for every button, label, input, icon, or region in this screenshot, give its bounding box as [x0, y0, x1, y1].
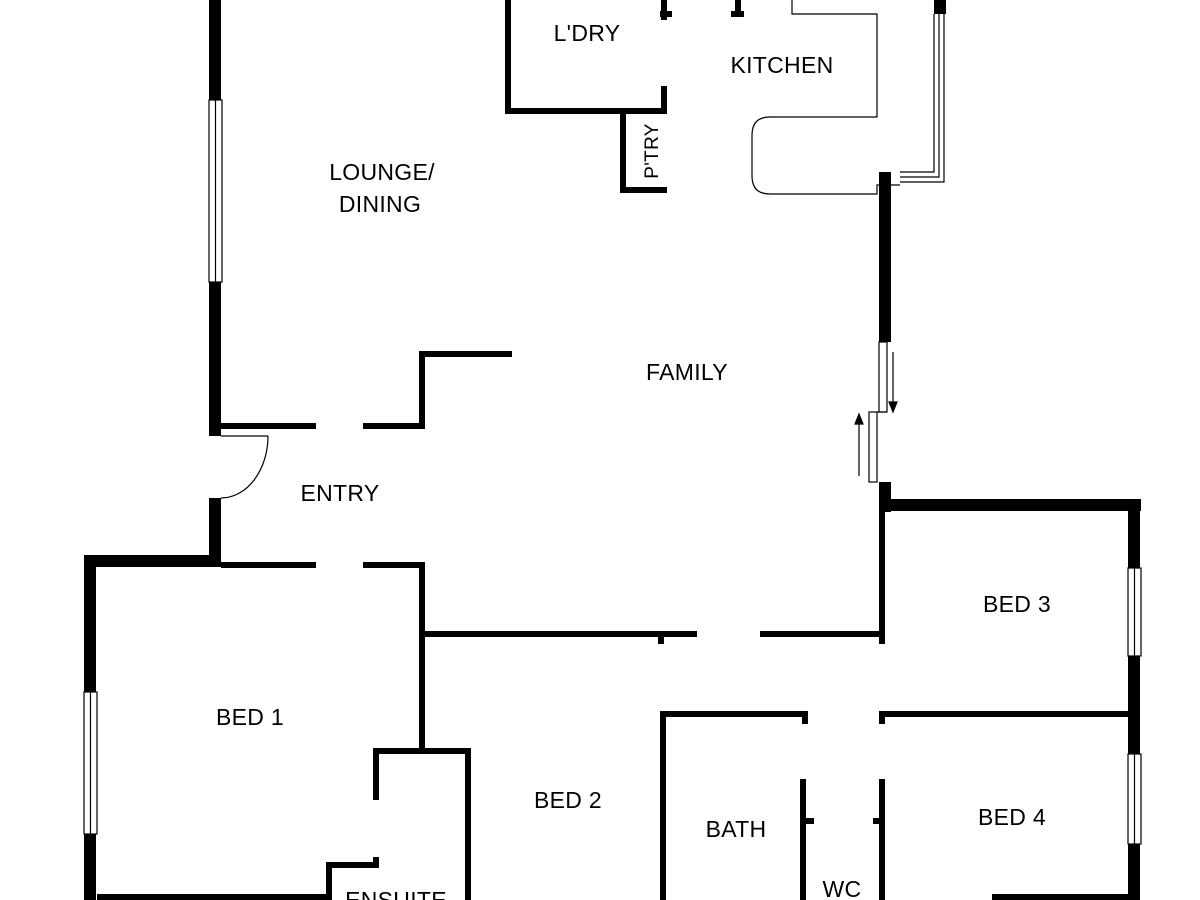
label-wc: WC	[823, 876, 862, 900]
windows	[83, 14, 1142, 845]
entry-door-swing	[220, 435, 269, 499]
label-bed1: BED 1	[216, 704, 284, 730]
label-lounge-line2: DINING	[339, 191, 421, 217]
label-entry: ENTRY	[300, 480, 379, 506]
window-lounge-west	[208, 99, 223, 283]
label-bed2: BED 2	[534, 787, 602, 813]
sliding-door-family	[868, 341, 888, 483]
label-ensuite: ENSUITE	[345, 887, 447, 900]
window-kitchen-bay	[900, 14, 945, 183]
room-labels: LOUNGE/ DINING L'DRY KITCHEN P'TRY FAMIL…	[216, 20, 1051, 900]
label-pantry: P'TRY	[642, 123, 663, 178]
label-lounge-line1: LOUNGE/	[329, 159, 435, 185]
window-bed1-west	[83, 691, 98, 835]
label-bed4: BED 4	[978, 804, 1046, 830]
sliding-door-arrows	[854, 352, 898, 476]
label-laundry: L'DRY	[554, 20, 621, 46]
label-bed3: BED 3	[983, 591, 1051, 617]
internal-walls	[97, 0, 1128, 900]
window-bed3-east	[1127, 567, 1142, 657]
label-bath: BATH	[706, 816, 767, 842]
walls	[84, 0, 1141, 900]
kitchen-bench-outline	[751, 0, 900, 195]
window-bed4-east	[1127, 753, 1142, 845]
label-family: FAMILY	[646, 359, 728, 385]
label-kitchen: KITCHEN	[730, 52, 833, 78]
external-walls	[84, 0, 1141, 900]
